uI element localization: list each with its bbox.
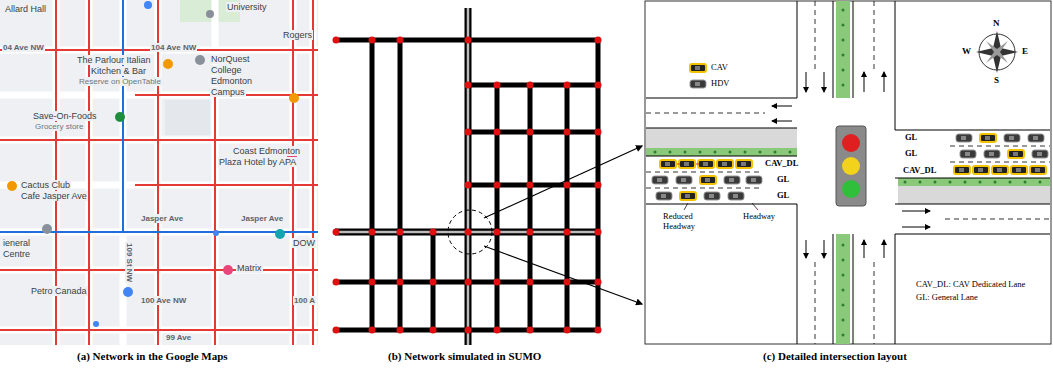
annotation: Reduced Headway — [662, 211, 706, 231]
panel-caption: (c) Detailed intersection layout — [763, 350, 907, 362]
legend-text: HDV — [710, 78, 730, 88]
lane-label: GL — [904, 148, 918, 158]
compass — [976, 31, 1018, 73]
street-name: Jasper Ave — [140, 214, 184, 223]
vehicles — [652, 134, 1048, 200]
map-place: The Parlour Italian — [76, 55, 152, 65]
map-place: Plaza Hotel by APA — [218, 157, 297, 167]
street-name: Jasper Ave — [240, 214, 284, 223]
map-place: DOW — [292, 238, 316, 248]
headway-marks — [677, 164, 699, 165]
map-place: Matrix — [236, 263, 263, 273]
traffic-light — [836, 126, 866, 206]
map-place: Coast Edmonton — [232, 146, 301, 156]
compass-letter: W — [962, 46, 971, 56]
lane-label: GL — [776, 190, 790, 200]
street-name: 109 St NW — [125, 242, 134, 283]
street-name: 100 A — [293, 296, 316, 305]
legend-note: GL: General Lane — [915, 292, 979, 302]
map-place-type: Grocery store — [34, 122, 84, 131]
map-place: NorQuest — [210, 54, 251, 64]
map-place: Edmonton — [210, 76, 253, 86]
map-place: Petro Canada — [30, 286, 88, 296]
map-pins — [7, 1, 299, 327]
panel-caption: (b) Network simulated in SUMO — [388, 350, 541, 362]
intersection-layout — [645, 1, 1051, 344]
street-name: 99 Ave — [165, 333, 192, 342]
map-place-type: Reserve on OpenTable — [78, 77, 162, 86]
map-place: Save-On-Foods — [32, 111, 98, 121]
panel-caption: (a) Network in the Google Maps — [77, 350, 228, 362]
compass-letter: S — [994, 75, 999, 85]
map-place: Rogers — [282, 30, 313, 40]
map-place: Allard Hall — [4, 4, 47, 14]
map-place: Centre — [2, 249, 31, 259]
map-place: Cafe Jasper Ave — [20, 191, 88, 201]
map-place: Campus — [210, 87, 246, 97]
sumo-network — [333, 8, 643, 345]
hdv-icon — [690, 80, 706, 88]
lane-label: GL — [776, 174, 790, 184]
cav-icon — [690, 64, 706, 72]
lane-label: GL — [904, 132, 918, 142]
annotation: Headway — [742, 211, 776, 221]
street-name: 100 Ave NW — [140, 296, 187, 305]
leader-lines — [684, 203, 758, 210]
compass-letter: E — [1022, 46, 1028, 56]
map-place: Kitchen & Bar — [90, 66, 147, 76]
map-place: College — [210, 65, 243, 75]
legend-note: CAV_DL: CAV Dedicated Lane — [915, 279, 1026, 289]
street-name: 104 Ave NW — [150, 43, 197, 52]
compass-letter: N — [993, 18, 1000, 28]
lane-label: CAV_DL — [764, 158, 799, 168]
map-place: ieneral — [2, 238, 31, 248]
map-place: University — [226, 2, 268, 12]
map-place: Cactus Club — [20, 180, 71, 190]
legend-text: CAV — [710, 62, 729, 72]
lane-label: CAV_DL — [902, 165, 937, 175]
map-panel — [0, 0, 318, 345]
street-name: 04 Ave NW — [2, 43, 45, 52]
